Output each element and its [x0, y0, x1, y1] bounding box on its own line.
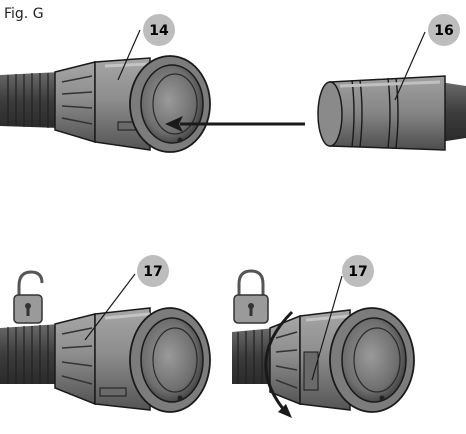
callout-16-badge: [428, 14, 460, 46]
callout-17-left-badge: [137, 255, 169, 287]
grip-ridges: [61, 327, 93, 385]
insertion-arrow: [165, 116, 305, 132]
leader-17-left: [84, 273, 136, 341]
pin-hole: [177, 395, 183, 401]
inner-ring: [152, 327, 198, 393]
callout-14-text: 14: [149, 23, 169, 39]
callout-17-right-text: 17: [348, 264, 367, 280]
callout-16-text: 16: [434, 23, 453, 39]
callout-14: 14: [143, 14, 175, 46]
pin-hole: [177, 137, 183, 143]
sleeve-highlight: [104, 62, 151, 68]
inner-opening: [341, 317, 407, 403]
pin-hole: [379, 395, 385, 401]
coupling-17-unlocked: [0, 307, 211, 413]
hose: [0, 324, 60, 384]
inner-ring: [152, 73, 198, 135]
callout-16: 16: [428, 14, 460, 46]
inner-opening: [140, 64, 204, 144]
leader-14: [117, 29, 141, 81]
locked-padlock-icon: [233, 269, 269, 324]
lock-slot: [303, 351, 319, 391]
grip-ridges: [275, 331, 298, 389]
callout-17-right-badge: [342, 255, 374, 287]
figure-label: Fig. G: [4, 6, 44, 22]
callout-14-badge: [143, 14, 175, 46]
hose-ribs: [237, 330, 263, 384]
coupling-17-locked: [232, 307, 415, 413]
sleeve-highlight: [305, 314, 351, 322]
leader-17-right: [311, 275, 343, 381]
leader-16: [394, 31, 426, 101]
sleeve-highlight: [104, 312, 151, 320]
hose-ribs: [7, 325, 49, 384]
grip-ridges: [61, 75, 93, 125]
unlocked-padlock-icon: [13, 270, 44, 324]
hose: [0, 72, 60, 128]
grip-cone: [269, 314, 301, 406]
grip-cone: [54, 313, 96, 406]
rotation-arrow-icon: [264, 310, 294, 418]
plug-16: [317, 75, 466, 151]
inner-opening: [140, 317, 204, 403]
callout-17-right: 17: [342, 255, 374, 287]
coupling-14: [0, 55, 211, 153]
plug-hose: [440, 82, 466, 142]
callout-17-left: 17: [137, 255, 169, 287]
inner-ring: [353, 327, 401, 393]
plug-highlight: [339, 80, 441, 88]
plug-face: [317, 81, 343, 147]
hose-ribs: [7, 73, 49, 128]
sleeve-slot: [99, 387, 127, 397]
grip-cone: [54, 61, 96, 144]
callout-17-left-text: 17: [143, 264, 162, 280]
